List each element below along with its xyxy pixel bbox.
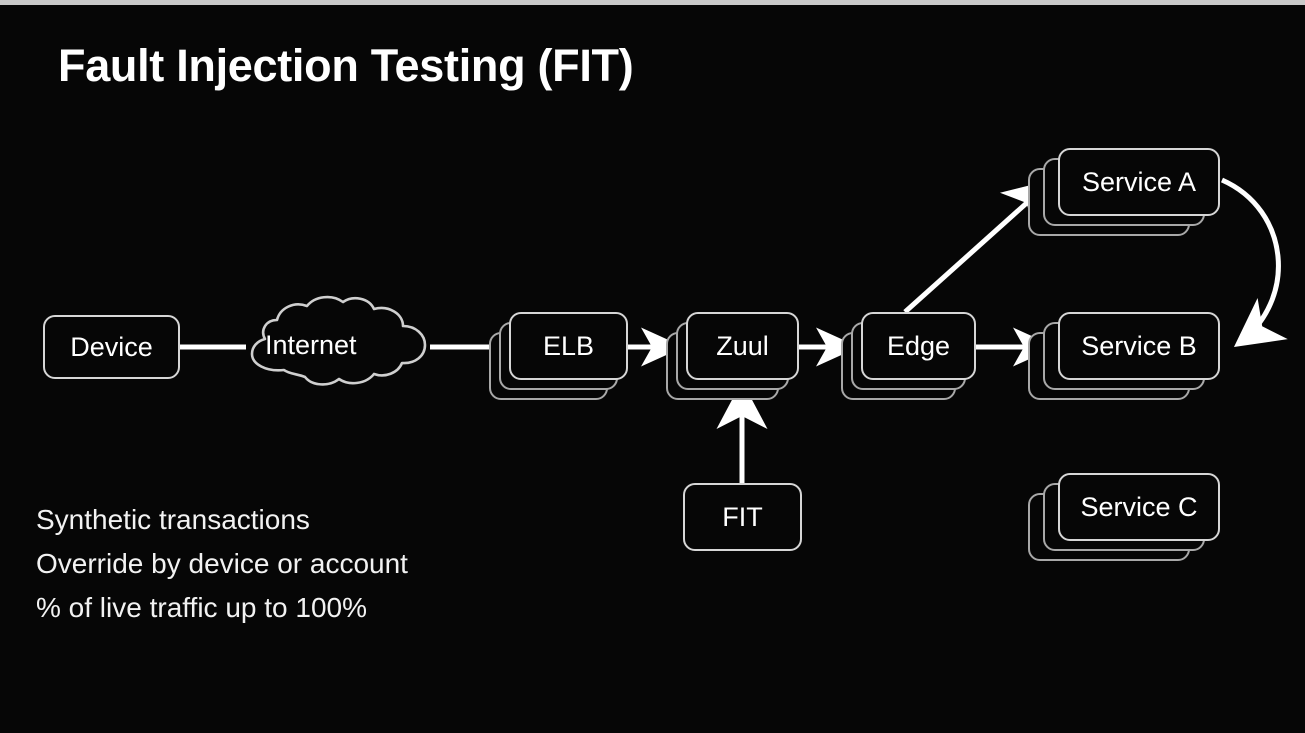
node-fit[interactable]: FIT bbox=[683, 483, 802, 551]
bullet-item-3: % of live traffic up to 100% bbox=[36, 592, 367, 623]
node-internet[interactable] bbox=[222, 292, 450, 392]
node-edge[interactable]: Edge bbox=[841, 312, 996, 400]
node-device-label: Device bbox=[70, 331, 153, 362]
bullet-item-1: Synthetic transactions bbox=[36, 504, 310, 535]
node-service-b[interactable]: Service B bbox=[1028, 312, 1230, 400]
node-zuul-front: Zuul bbox=[686, 312, 799, 380]
node-zuul-label: Zuul bbox=[716, 330, 769, 361]
node-zuul[interactable]: Zuul bbox=[666, 312, 819, 400]
node-device[interactable]: Device bbox=[43, 315, 180, 379]
node-edge-label: Edge bbox=[886, 330, 951, 361]
page-title: Fault Injection Testing (FIT) bbox=[58, 40, 634, 91]
node-service-a-front: Service A bbox=[1058, 148, 1220, 216]
node-service-a[interactable]: Service A bbox=[1028, 148, 1230, 236]
node-elb-label: ELB bbox=[542, 330, 595, 361]
node-service-c-label: Service C bbox=[1080, 491, 1198, 522]
node-elb[interactable]: ELB bbox=[489, 312, 648, 400]
node-fit-label: FIT bbox=[722, 501, 763, 532]
bullet-item-2: Override by device or account bbox=[36, 548, 408, 579]
node-service-b-label: Service B bbox=[1081, 330, 1197, 361]
node-service-a-label: Service A bbox=[1081, 166, 1197, 197]
node-service-b-front: Service B bbox=[1058, 312, 1220, 380]
edge-serviceA-serviceB bbox=[1220, 177, 1288, 347]
node-edge-front: Edge bbox=[861, 312, 976, 380]
node-internet-label: Internet bbox=[265, 330, 357, 360]
node-service-c-front: Service C bbox=[1058, 473, 1220, 541]
node-service-c[interactable]: Service C bbox=[1028, 473, 1230, 561]
bullet-list: Synthetic transactions Override by devic… bbox=[36, 498, 408, 630]
node-elb-front: ELB bbox=[509, 312, 628, 380]
slide-top-bar bbox=[0, 0, 1305, 5]
cloud-shape bbox=[250, 295, 427, 386]
